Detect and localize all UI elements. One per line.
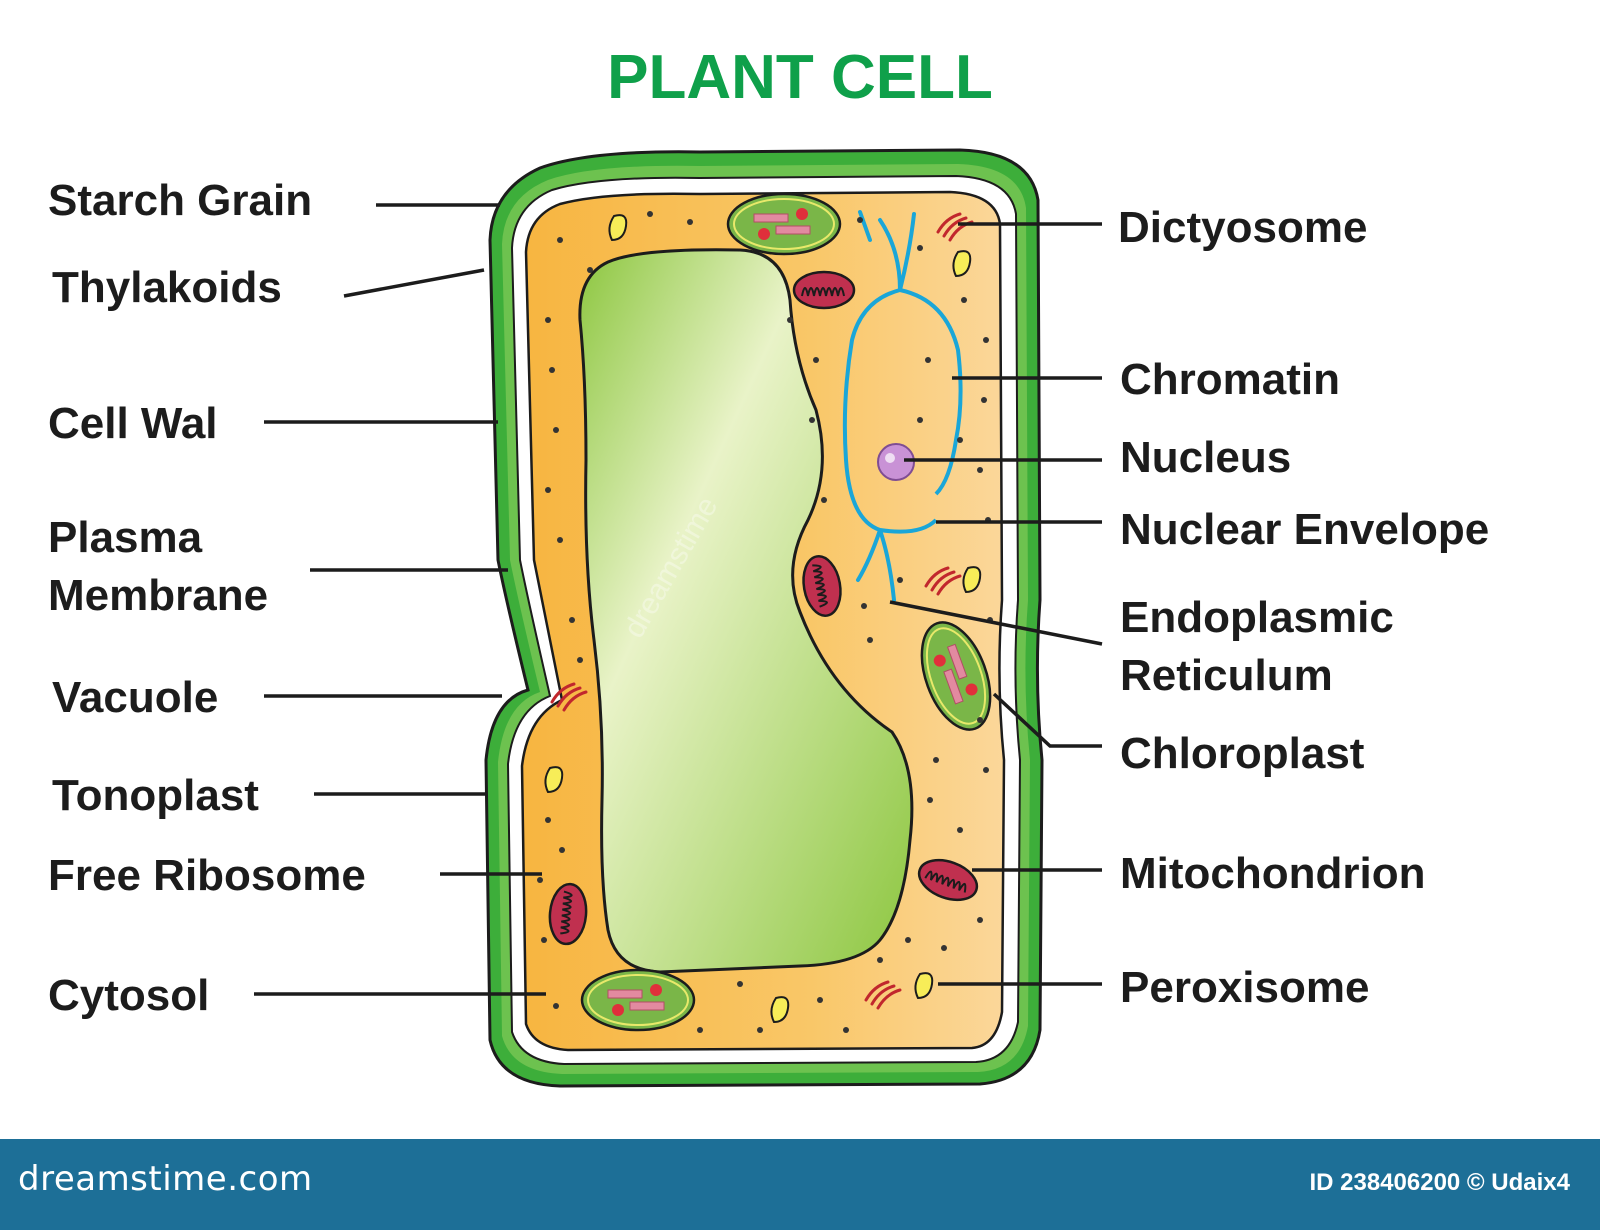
label-chloroplast: Chloroplast: [1120, 729, 1365, 778]
label-peroxisome: Peroxisome: [1120, 963, 1369, 1012]
label-cytosol: Cytosol: [48, 971, 209, 1020]
label-dictyosome: Dictyosome: [1118, 203, 1367, 252]
footer-credit: ID 238406200 © Udaix4: [1309, 1169, 1570, 1196]
label-tonoplast: Tonoplast: [52, 771, 259, 820]
endoplasmic-reticulum: [856, 210, 916, 602]
vacuole: [578, 248, 914, 974]
label-cell-wall: Cell Wal: [48, 399, 218, 448]
label-free-ribosome: Free Ribosome: [48, 851, 366, 900]
footer-brand[interactable]: dreamstime.com: [18, 1159, 313, 1199]
label-nuclear-envelope: Nuclear Envelope: [1120, 505, 1489, 554]
chloroplast-bottom: [580, 968, 696, 1032]
diagram-title: PLANT CELL: [607, 43, 993, 112]
nucleolus: [877, 443, 915, 481]
label-thylakoids: Thylakoids: [52, 263, 282, 312]
label-nucleus: Nucleus: [1120, 433, 1291, 482]
label-vacuole: Vacuole: [52, 673, 218, 722]
leader-lines-left: [254, 203, 546, 996]
mitochondrion-top: [792, 270, 856, 310]
label-reticulum: Reticulum: [1120, 651, 1333, 700]
leader-lines-right: [889, 222, 1103, 986]
label-chromatin: Chromatin: [1120, 355, 1340, 404]
label-endoplasmic: Endoplasmic: [1120, 593, 1394, 642]
label-mitochondrion: Mitochondrion: [1120, 849, 1426, 898]
nucleus-group: [842, 210, 963, 602]
footer-bar: dreamstime.com ID 238406200 © Udaix4: [0, 1139, 1600, 1230]
label-membrane: Membrane: [48, 571, 268, 620]
nuclear-envelope: [842, 288, 938, 534]
label-plasma: Plasma: [48, 513, 203, 562]
chloroplast-top: [726, 192, 842, 256]
label-starch-grain: Starch Grain: [48, 176, 312, 225]
